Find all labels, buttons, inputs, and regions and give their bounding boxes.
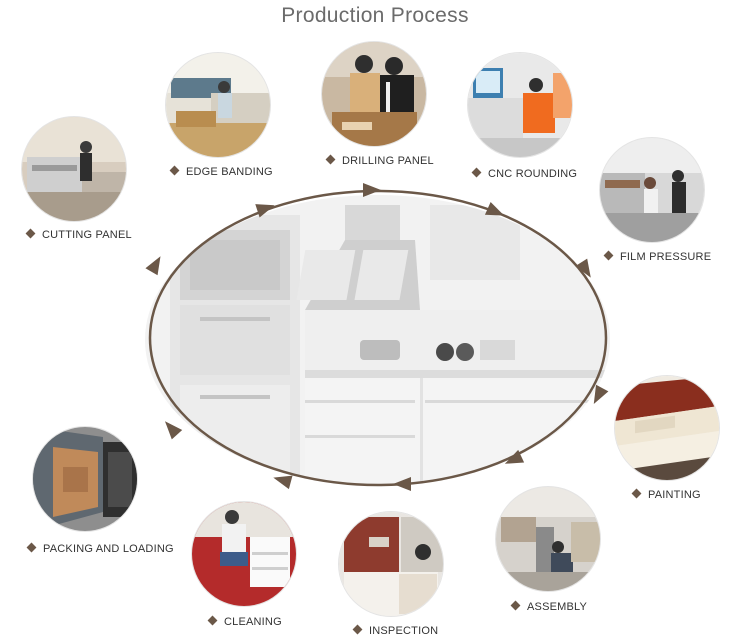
step-label: DRILLING PANEL: [342, 155, 434, 167]
inspection-photo: [339, 512, 443, 616]
diamond-bullet-icon: [169, 165, 180, 176]
cycle-arrow: [575, 258, 591, 278]
kitchen-photo: [145, 195, 610, 485]
edge-banding-photo: [166, 53, 270, 157]
cutting-panel-photo: [22, 117, 126, 221]
assembly-photo: [496, 487, 600, 591]
cycle-arrow: [504, 449, 525, 464]
drilling-panel-photo: [322, 42, 426, 146]
step-label: CNC ROUNDING: [488, 168, 578, 180]
cycle-arrow: [255, 204, 275, 218]
page-title: Production Process: [281, 4, 469, 27]
cycle-arrow: [593, 384, 609, 404]
cycle-arrow: [484, 201, 505, 216]
diamond-bullet-icon: [471, 167, 482, 178]
diamond-bullet-icon: [631, 488, 642, 499]
diamond-bullet-icon: [207, 615, 218, 626]
step-label: INSPECTION: [369, 625, 439, 637]
step-label: ASSEMBLY: [527, 601, 588, 613]
diamond-bullet-icon: [603, 250, 614, 261]
packing-and-loading-photo: [33, 427, 137, 531]
cycle-arrow: [393, 477, 411, 491]
step-label: FILM PRESSURE: [620, 251, 712, 263]
cnc-rounding-photo: [468, 53, 572, 157]
step-label: PACKING AND LOADING: [43, 543, 174, 555]
diamond-bullet-icon: [352, 624, 363, 635]
step-label: PAINTING: [648, 489, 701, 501]
step-label: CLEANING: [224, 616, 282, 628]
cycle-arrow: [273, 475, 293, 490]
step-label: CUTTING PANEL: [42, 229, 132, 241]
diamond-bullet-icon: [25, 228, 36, 239]
diamond-bullet-icon: [325, 154, 336, 165]
painting-photo: [615, 376, 719, 480]
diamond-bullet-icon: [26, 542, 37, 553]
diamond-bullet-icon: [510, 600, 521, 611]
film-pressure-photo: [600, 138, 704, 242]
cleaning-photo: [192, 502, 296, 606]
cycle-arrow: [164, 421, 183, 440]
cycle-arrow: [145, 256, 161, 276]
step-label: EDGE BANDING: [186, 166, 273, 178]
cycle-arrow: [363, 183, 381, 197]
